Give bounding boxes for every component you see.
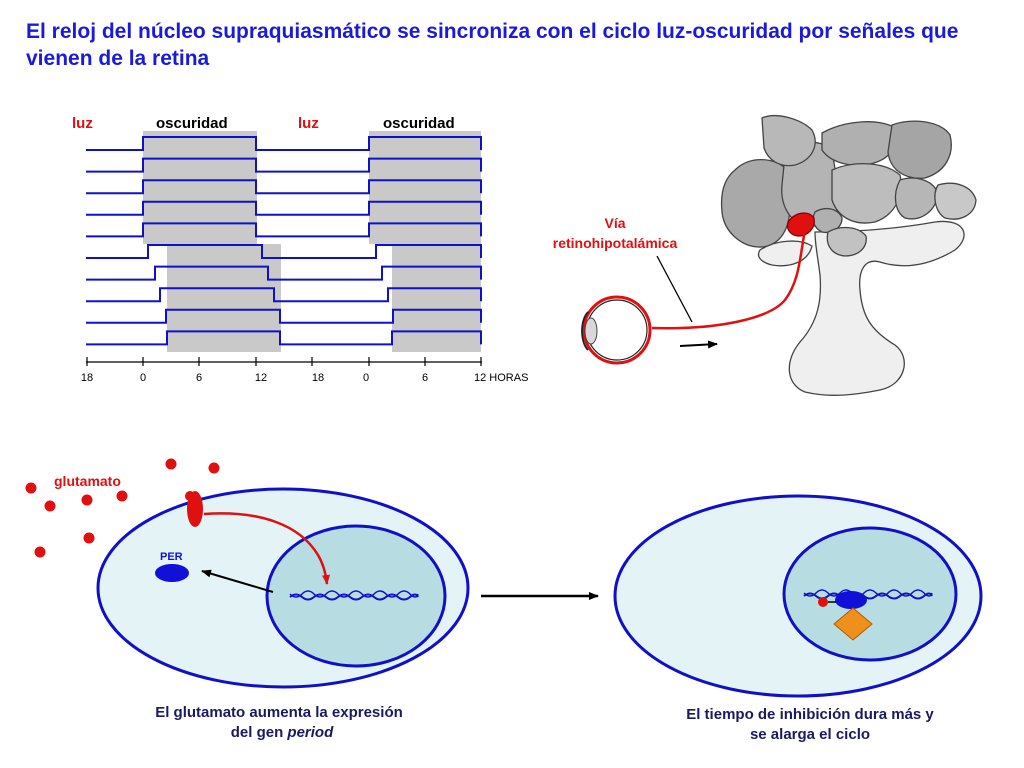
pathway-label-line1: Vía <box>604 215 625 231</box>
tick-label: 18 <box>312 372 324 384</box>
light-direction-arrow <box>679 340 718 349</box>
retinohypothalamic-tract <box>651 229 807 330</box>
activity-trace-row <box>86 222 482 238</box>
tick-label: 12 <box>255 372 267 384</box>
left-caption-line1: El glutamato aumenta la expresión <box>155 704 403 721</box>
dna-strand <box>289 593 419 601</box>
actogram: luz oscuridad luz oscuridad 18 0 6 12 18… <box>72 115 528 384</box>
inhibitor-complex <box>833 607 873 641</box>
dna-strand <box>803 589 933 597</box>
dark-label-2: oscuridad <box>383 115 455 132</box>
activity-trace-row <box>86 330 482 346</box>
brain-illustration <box>720 115 977 396</box>
activity-trace-row <box>86 179 482 195</box>
activity-trace-row <box>86 136 482 151</box>
eye-icon <box>581 295 652 365</box>
per-protein <box>155 564 189 582</box>
right-caption-line1: El tiempo de inhibición dura más y <box>686 706 934 723</box>
tick-label: 0 <box>140 372 146 384</box>
activity-trace-row <box>86 200 482 216</box>
time-axis: 18 0 6 12 18 0 6 12 HORAS <box>81 357 528 384</box>
right-cell <box>613 494 983 698</box>
dark-shade-1-top <box>143 131 257 244</box>
dark-shade-2-bottom <box>392 244 481 352</box>
export-arrow <box>201 569 274 593</box>
dark-label-1: oscuridad <box>156 115 228 132</box>
dna-strand <box>803 592 933 600</box>
activity-trace-row <box>86 265 482 281</box>
per-protein-bound <box>835 591 867 609</box>
dark-shade-2-top <box>369 131 481 244</box>
activity-traces <box>86 136 482 346</box>
red-factor <box>818 597 828 607</box>
light-label-1: luz <box>72 115 93 132</box>
dark-shade-group <box>143 131 481 352</box>
right-caption-line2: se alarga el ciclo <box>750 726 870 743</box>
dna-strand <box>289 590 419 598</box>
glutamate-label: glutamato <box>54 473 121 489</box>
activity-trace-row <box>86 244 482 259</box>
activity-trace-row <box>86 157 482 173</box>
light-label-2: luz <box>298 115 319 132</box>
glutamate-molecules <box>25 458 220 558</box>
pathway-label-line2: retinohipotalámica <box>553 235 678 251</box>
tick-label-hours: 12 HORAS <box>474 372 528 384</box>
dark-shade-1-bottom <box>167 244 281 352</box>
tick-label: 18 <box>81 372 93 384</box>
nucleus <box>782 526 958 662</box>
tick-label: 0 <box>363 372 369 384</box>
page-title: El reloj del núcleo supraquiasmático se … <box>26 20 959 70</box>
tick-label: 6 <box>422 372 428 384</box>
pathway-pointer-line <box>656 255 693 323</box>
per-label: PER <box>160 551 183 563</box>
left-cell: PER <box>96 487 470 689</box>
tick-label: 6 <box>196 372 202 384</box>
activity-trace-row <box>86 308 482 324</box>
left-caption-line2: del gen period <box>231 724 334 741</box>
bound-glutamate <box>185 491 195 501</box>
activity-trace-row <box>86 287 482 303</box>
nucleus <box>265 524 447 668</box>
signal-arrow <box>203 512 330 585</box>
scn-highlight <box>786 212 815 237</box>
